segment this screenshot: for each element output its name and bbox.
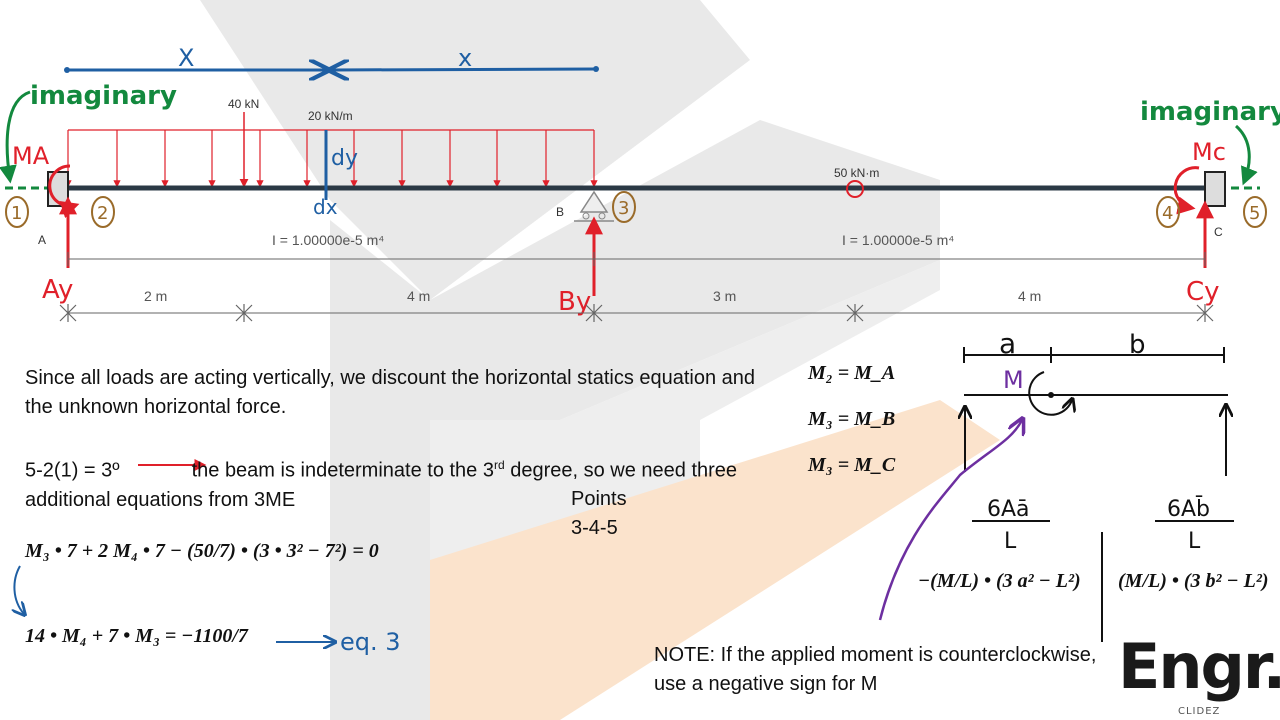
load-dist-label: 20 kN/m <box>308 109 353 123</box>
left-term-bottom: L <box>1004 529 1017 554</box>
by-label: By <box>558 287 591 317</box>
watermark-logo <box>200 0 1000 720</box>
fixed-support-c <box>1204 171 1226 207</box>
right-term-top: 6Ab̄ <box>1167 496 1210 522</box>
span-3-label: 3 m <box>713 288 736 304</box>
brand-logo: Engr. <box>1118 630 1280 703</box>
point-5-label: 5 <box>1249 203 1260 224</box>
imaginary-left-label: imaginary <box>30 81 177 111</box>
moment-sketch: a b M 6Aā L 6Ab̄ L <box>878 327 1234 642</box>
note-paragraph: NOTE: If the applied moment is countercl… <box>654 644 1097 695</box>
degree-tail-after: degree, so we need three additional equa… <box>25 459 738 511</box>
derivation-arrow <box>14 565 24 614</box>
sketch-a-label: a <box>999 327 1016 360</box>
points-value: 3-4-5 <box>571 517 618 539</box>
distributed-load: 40 kN 20 kN/m <box>64 97 598 188</box>
span-1-label: 2 m <box>144 288 167 304</box>
inertia-right-label: I = 1.00000e-5 m⁴ <box>842 232 954 248</box>
support-c-label: C <box>1214 225 1223 239</box>
x-left-label: X <box>178 44 194 72</box>
reactions: MA Mc Ay By Cy <box>12 138 1226 317</box>
span-4-label: 4 m <box>1018 288 1041 304</box>
point-3-label: 3 <box>618 198 629 219</box>
points-label-block: Points 3-4-5 <box>571 485 691 543</box>
inertia-left-label: I = 1.00000e-5 m⁴ <box>272 232 384 248</box>
dy-label: dy <box>331 146 358 171</box>
span-dimension: 2 m 4 m 3 m 4 m <box>59 288 1214 322</box>
brand-sub: CLIDEZ <box>1178 706 1221 717</box>
span-tick <box>235 304 253 322</box>
x-dimension: X x <box>64 44 599 73</box>
eq3-tag: eq. 3 <box>340 628 401 656</box>
right-term-bottom: L <box>1188 529 1201 554</box>
ma-label: MA <box>12 142 50 170</box>
point-4-label: 4 <box>1162 203 1173 224</box>
span-2-label: 4 m <box>407 288 430 304</box>
degree-lead: 5-2(1) = 3º <box>25 459 120 482</box>
right-formula: (M/L) • (3 b² − L²) <box>1118 570 1269 592</box>
mc-label: Mc <box>1192 138 1226 166</box>
point-1-label: 1 <box>11 203 22 224</box>
imaginary-annotations: imaginary imaginary <box>0 81 1280 186</box>
relation-2: M₃ = M_B <box>808 408 896 430</box>
inertia-dimension: I = 1.00000e-5 m⁴ I = 1.00000e-5 m⁴ <box>67 232 1206 266</box>
degree-tail-before: the beam is indeterminate to the 3 <box>191 459 494 482</box>
span-tick <box>1196 304 1214 322</box>
equation-result: 14 • M₄ + 7 • M₃ = −1100/7 <box>25 625 248 647</box>
sketch-m-label: M <box>1003 366 1024 394</box>
relation-3: M₃ = M_C <box>808 454 896 476</box>
load-40-label: 40 kN <box>228 97 259 111</box>
left-formula: −(M/L) • (3 a² − L²) <box>918 570 1081 592</box>
relation-1: M₂ = M_A <box>808 362 896 384</box>
support-b-label: B <box>556 205 564 219</box>
applied-moment-icon <box>846 180 864 198</box>
cy-label: Cy <box>1186 277 1220 307</box>
imaginary-right-label: imaginary <box>1140 97 1280 127</box>
sketch-b-label: b <box>1129 330 1146 360</box>
span-tick <box>846 304 864 322</box>
moment-load-label: 50 kN·m <box>834 166 879 180</box>
load-arrows <box>64 130 598 188</box>
ay-label: Ay <box>42 275 73 305</box>
equation-main: M₃ • 7 + 2 M₄ • 7 − (50/7) • (3 • 3² − 7… <box>25 540 379 562</box>
points-label: Points <box>571 488 627 510</box>
point-markers: 1 2 3 4 5 <box>5 191 1267 228</box>
degree-sup: rd <box>493 458 505 472</box>
left-term-top: 6Aā <box>987 497 1030 522</box>
support-a-label: A <box>38 233 46 247</box>
dx-label: dx <box>313 195 338 219</box>
x-right-label: x <box>458 44 472 72</box>
intro-paragraph: Since all loads are acting vertically, w… <box>25 367 756 418</box>
span-tick <box>59 304 77 322</box>
point-2-label: 2 <box>97 203 108 224</box>
span-tick <box>585 304 603 322</box>
degree-paragraph: 5-2(1) = 3º the beam is indeterminate to … <box>25 451 795 515</box>
